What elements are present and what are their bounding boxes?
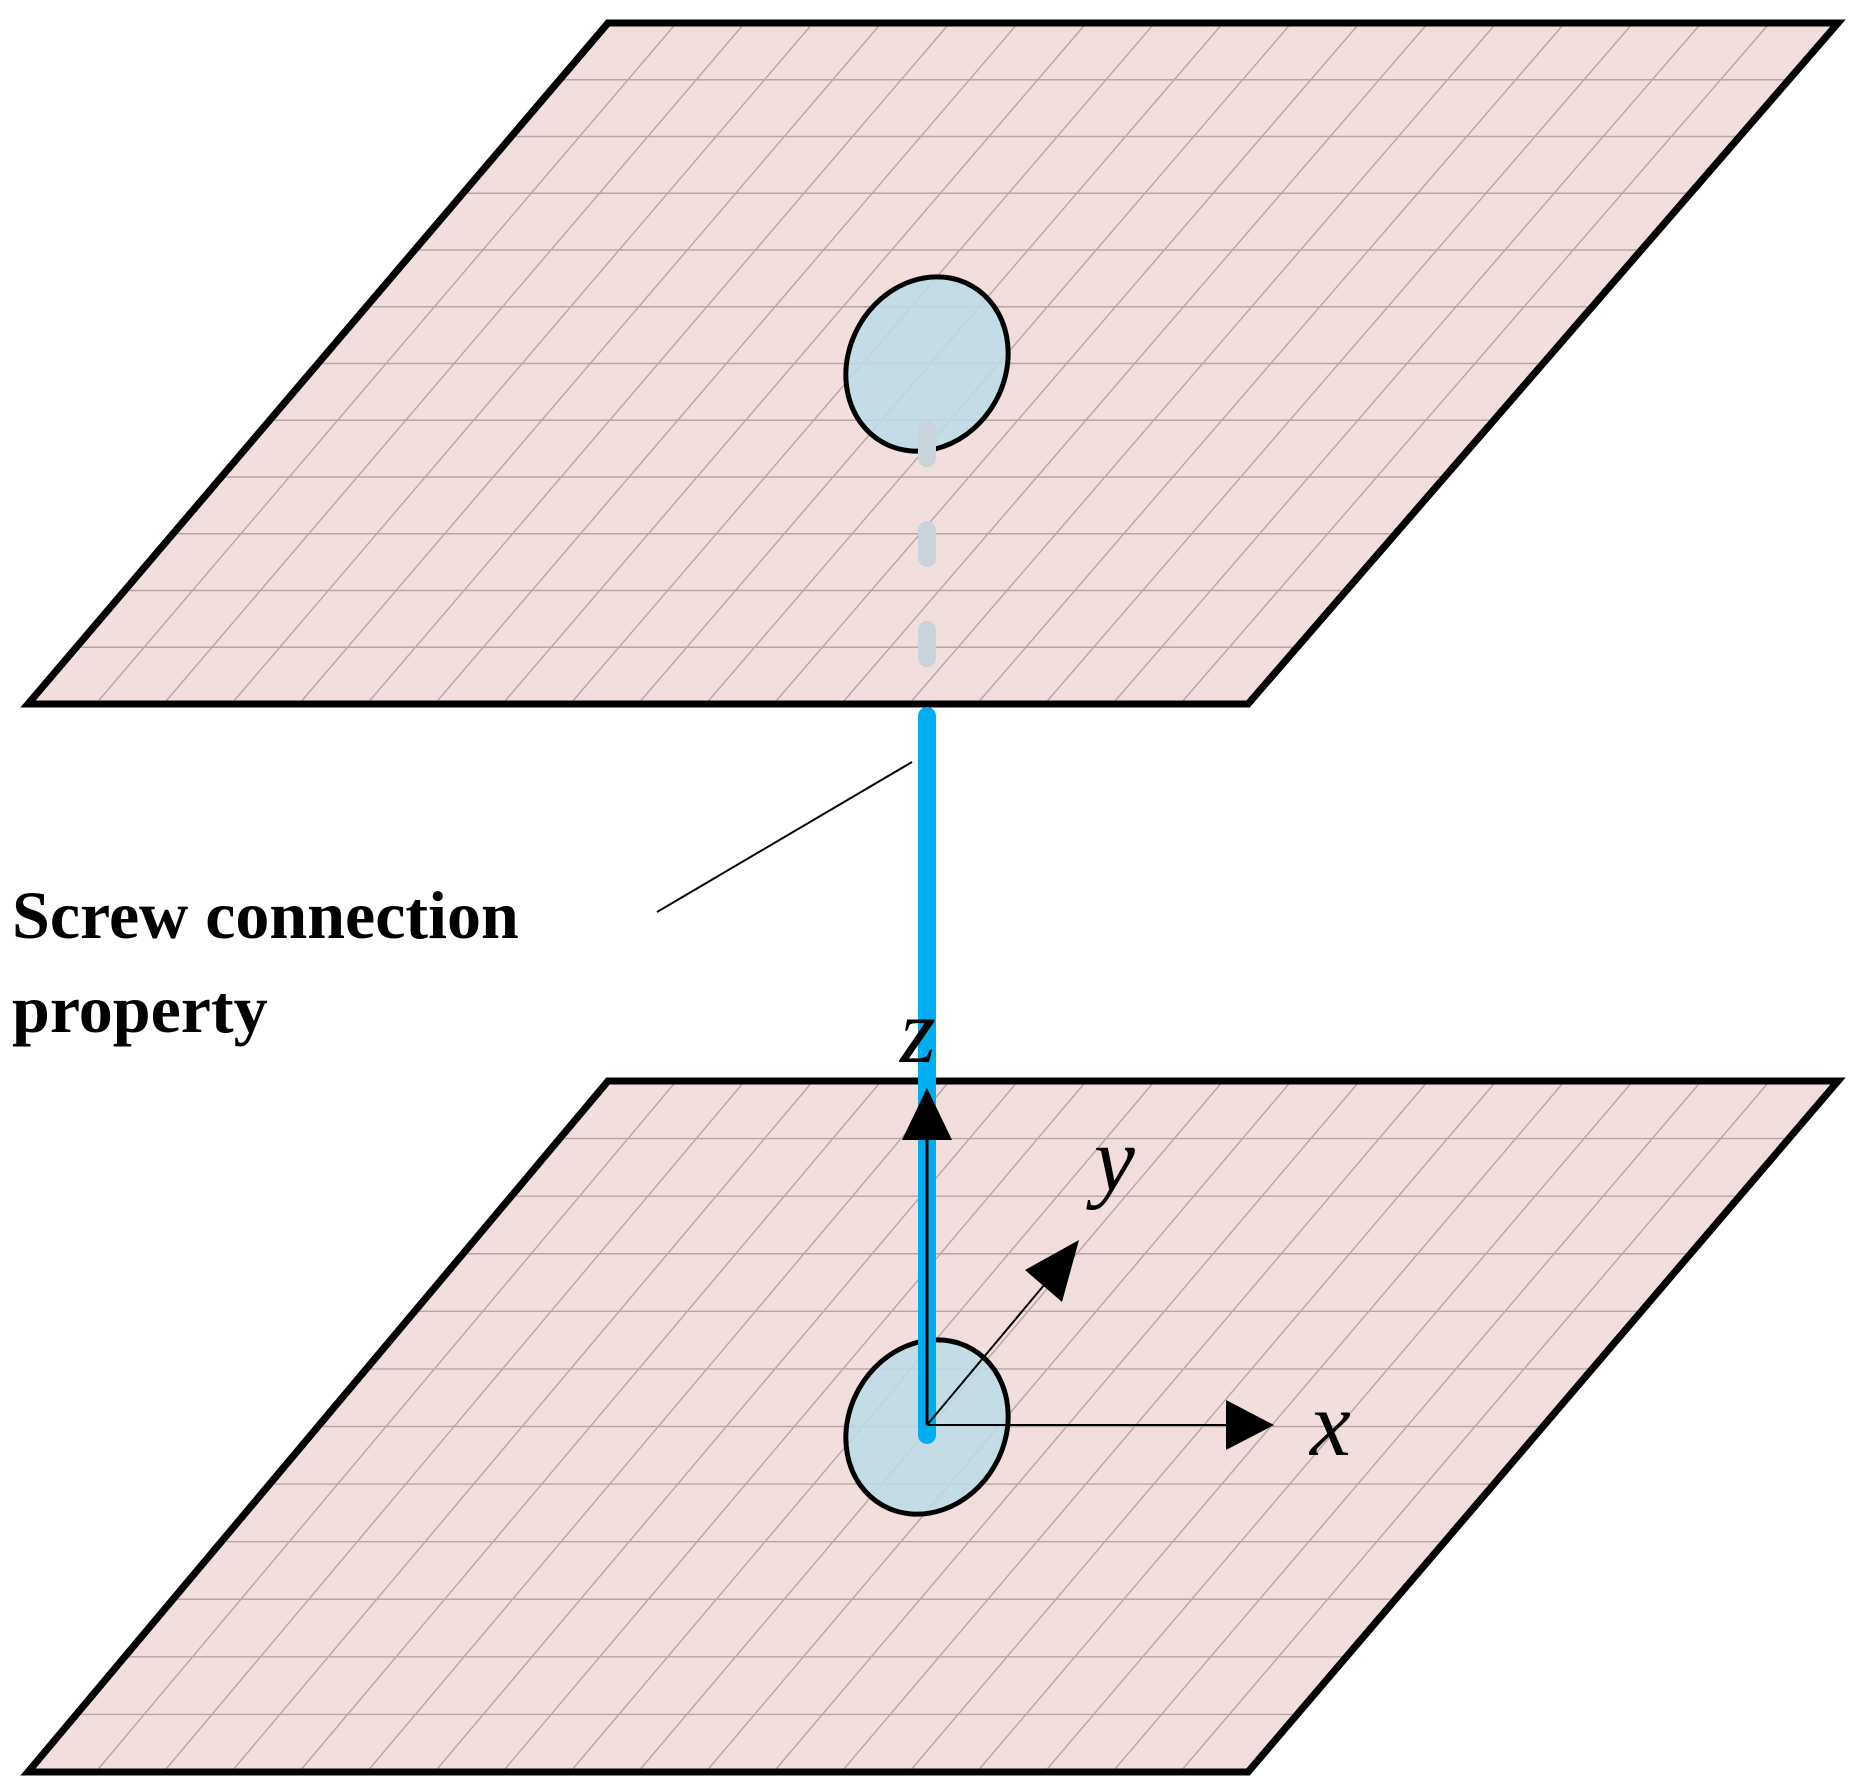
callout-label-line2: property — [12, 971, 268, 1047]
top-plate-outline — [20, 19, 1846, 708]
x-axis: x — [927, 1373, 1351, 1475]
y-axis-label: y — [1086, 1108, 1135, 1210]
bottom-plate-outline — [20, 1077, 1846, 1776]
y-axis-line — [926, 1271, 1056, 1426]
bottom-plate-grid — [76, 1080, 1789, 1773]
z-axis: z — [898, 980, 952, 1425]
y-axis: y — [926, 1108, 1135, 1426]
callout-leader-line — [656, 761, 913, 913]
x-axis-label: x — [1308, 1373, 1351, 1475]
z-axis-arrowhead — [902, 1088, 952, 1140]
z-axis-label: z — [898, 980, 936, 1082]
callout-label-line1: Screw connection — [12, 877, 519, 953]
top-plate-hole — [843, 274, 1011, 454]
y-axis-arrowhead — [1025, 1240, 1079, 1302]
x-axis-arrowhead — [1226, 1400, 1274, 1450]
